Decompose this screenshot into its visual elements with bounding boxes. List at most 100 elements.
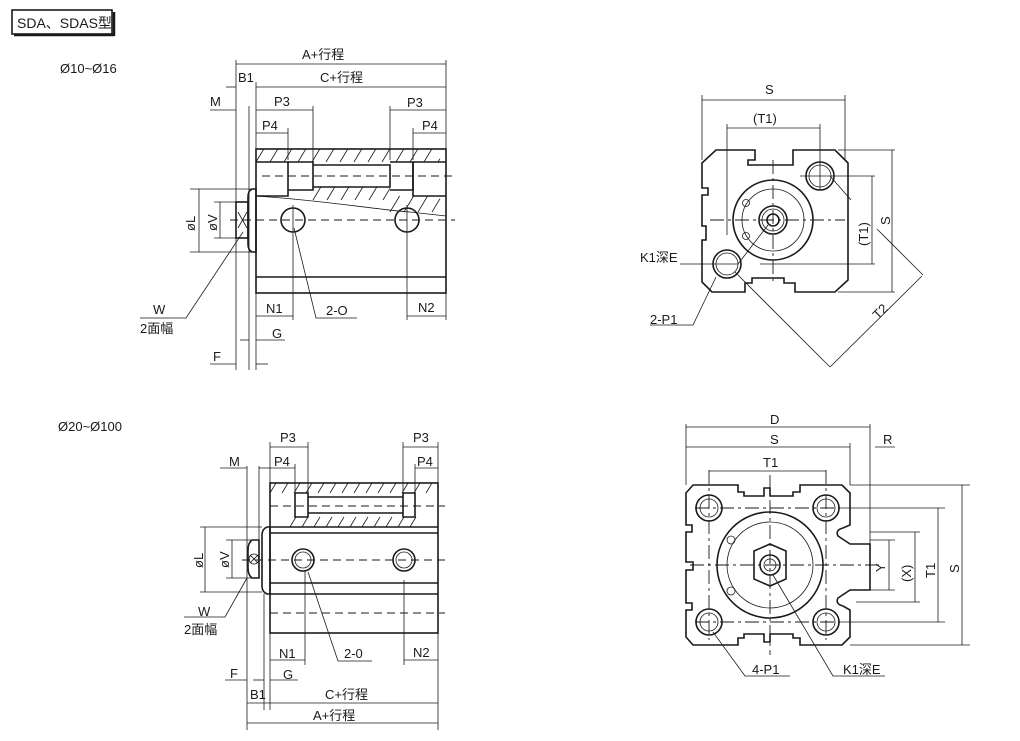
title-box: SDA、SDAS型 (11, 9, 116, 37)
dim-c: C+行程 (320, 70, 363, 85)
dim-t1-top: T1 (763, 455, 778, 470)
dim-t2: T2 (870, 301, 891, 322)
hatch-line (312, 186, 322, 201)
hatch-line (382, 188, 391, 201)
hatch-line (397, 516, 405, 528)
hatch-line (389, 195, 400, 213)
dim-y: Y (873, 563, 888, 572)
hatch-line (353, 482, 361, 494)
hatch-line (325, 148, 335, 163)
dim-p1: 4-P1 (752, 662, 779, 677)
dim-s-right: S (947, 564, 962, 573)
hatch-line (354, 186, 364, 201)
hatch-line (431, 198, 441, 213)
dim-phi-v: øV (205, 214, 220, 231)
dim-n1: N1 (279, 646, 296, 661)
hatch-line (317, 482, 325, 494)
dim-m: M (210, 94, 221, 109)
dim-n1: N1 (266, 301, 283, 316)
hatch-line (409, 516, 417, 528)
range-label: Ø10~Ø16 (60, 61, 117, 76)
dim-p4-left: P4 (274, 454, 290, 469)
hatch-line (423, 148, 433, 163)
dim-p4-left: P4 (262, 118, 278, 133)
hatch-line (255, 148, 265, 163)
end-view-large: D S R T1 Y (X) T1 S 4-P1 K1深E (685, 412, 970, 677)
hatch-line (337, 516, 345, 528)
hatch-line (340, 186, 350, 201)
dim-t1-right: T1 (923, 563, 938, 578)
hatch-line (385, 516, 393, 528)
hatch-line (377, 482, 385, 494)
hatch-line (409, 148, 419, 163)
end-view-small: S (T1) S (T1) T2 K1深E 2-P1 (640, 82, 924, 368)
dim-g: G (283, 667, 293, 682)
dim-phi-v: øV (217, 551, 232, 568)
hatch-line (269, 482, 277, 494)
dim-p4-right: P4 (422, 118, 438, 133)
dim-t1-top: (T1) (753, 111, 777, 126)
dim-n2: N2 (418, 300, 435, 315)
dim-phi-l: øL (183, 216, 198, 231)
dim-g: G (272, 326, 282, 341)
hatch-line (297, 148, 307, 163)
dim-ports: 2-0 (344, 646, 363, 661)
dim-phi-l: øL (191, 553, 206, 568)
hatch-line (329, 482, 337, 494)
hatch-line (313, 516, 321, 528)
hatch-line (301, 516, 309, 528)
hatch-line (373, 516, 381, 528)
hatch-line (365, 482, 373, 494)
dim-f: F (230, 666, 238, 681)
hatch-line (395, 148, 405, 163)
hatch-line (269, 148, 279, 163)
hatch-line (326, 186, 336, 201)
dim-k1: K1深E (640, 250, 678, 265)
dim-m: M (229, 454, 240, 469)
dim-k1: K1深E (843, 662, 881, 677)
dim-s-top: S (765, 82, 774, 97)
hatch-line (353, 148, 363, 163)
hatch-line (425, 482, 433, 494)
dim-x: (X) (899, 565, 914, 582)
dim-b1: B1 (250, 687, 266, 702)
dim-n2: N2 (413, 645, 430, 660)
dim-ports: 2-O (326, 303, 348, 318)
dim-s-top: S (770, 432, 779, 447)
hatch-line (417, 195, 428, 213)
hatching (269, 482, 433, 528)
dim-f: F (213, 349, 221, 364)
dim-b1: B1 (238, 70, 254, 85)
dim-w-note: 2面幅 (140, 321, 173, 336)
hatch-line (289, 516, 297, 528)
dim-s-right: S (878, 216, 893, 225)
hatch-line (389, 482, 397, 494)
dim-t1-right: (T1) (856, 222, 871, 246)
hatch-line (361, 516, 369, 528)
hatching (255, 148, 441, 213)
hatch-line (305, 482, 313, 494)
hatch-line (381, 148, 391, 163)
dim-p3-left: P3 (280, 430, 296, 445)
dim-p3-left: P3 (274, 94, 290, 109)
dim-d: D (770, 412, 779, 427)
dim-p4-right: P4 (417, 454, 433, 469)
side-view-small: Ø10~Ø16 (60, 47, 455, 370)
hatch-line (367, 148, 377, 163)
side-view-large: Ø20~Ø100 (58, 419, 448, 730)
hatch-line (349, 516, 357, 528)
dim-w: W (153, 302, 166, 317)
dim-c: C+行程 (325, 687, 368, 702)
dim-a: A+行程 (313, 708, 355, 723)
title-text: SDA、SDAS型 (17, 15, 112, 31)
dim-r: R (883, 432, 892, 447)
hatch-line (341, 482, 349, 494)
hatch-line (339, 148, 349, 163)
hatch-line (368, 186, 378, 201)
dim-w-note: 2面幅 (184, 622, 217, 637)
dim-p3-right: P3 (407, 95, 423, 110)
dim-a: A+行程 (302, 47, 344, 62)
hatch-line (403, 195, 414, 213)
range-label: Ø20~Ø100 (58, 419, 122, 434)
